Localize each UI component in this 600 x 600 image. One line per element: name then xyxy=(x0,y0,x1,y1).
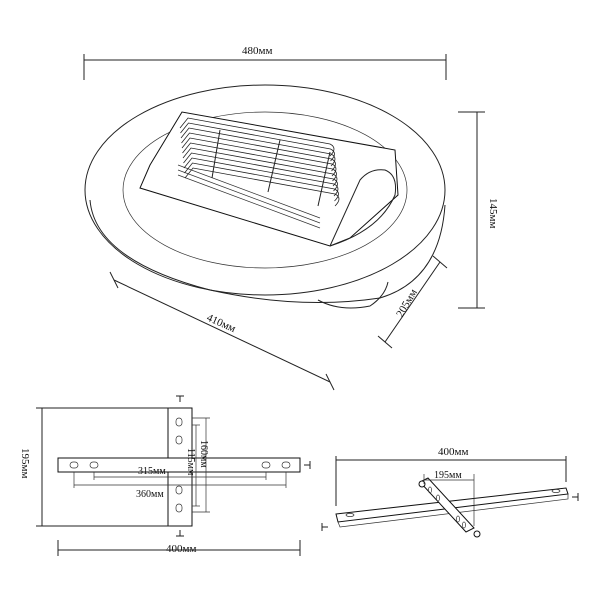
grille-bar xyxy=(184,162,339,202)
dim-bracket-width: 400мм xyxy=(57,540,301,556)
dim-label-195-left: 195мм xyxy=(19,448,31,478)
dim-label-160: 160мм xyxy=(198,440,209,468)
heater-body xyxy=(139,111,399,247)
bracket-screw-right xyxy=(304,461,311,469)
bracket-h-slots xyxy=(69,461,291,469)
dim-iso-inner: 195мм xyxy=(423,470,475,526)
base-underside xyxy=(89,199,446,303)
dim-slot-160: 160мм xyxy=(192,417,210,513)
dim-bracket-height: 195мм xyxy=(19,407,170,527)
heater-illustration xyxy=(84,84,446,309)
grille-bar xyxy=(184,167,340,207)
dim-label-410: 410мм xyxy=(205,312,238,335)
heater-grille xyxy=(179,117,340,207)
heater-end-cap xyxy=(329,169,396,247)
grille-rib xyxy=(317,151,331,207)
base-inner-ellipse xyxy=(122,111,408,269)
dim-label-400-iso: 400мм xyxy=(438,446,468,458)
dim-label-145: 145мм xyxy=(487,198,499,228)
iso-cross-bar xyxy=(419,477,475,533)
iso-slots xyxy=(345,486,561,529)
bracket-isometric xyxy=(321,477,579,538)
iso-screw-bottom xyxy=(473,530,481,538)
bracket-horizontal-bar xyxy=(57,457,301,473)
dim-label-360: 360мм xyxy=(136,489,164,500)
dim-label-400-bottom: 400мм xyxy=(166,543,196,555)
iso-screw-right xyxy=(572,493,579,501)
bracket-screw-top xyxy=(176,395,184,402)
iso-screw-left xyxy=(321,523,328,531)
base-foot xyxy=(317,281,389,309)
dim-inner-width: 410мм xyxy=(109,271,335,391)
dim-slot-360: 360мм xyxy=(73,472,287,500)
dim-label-115: 115мм xyxy=(185,448,196,476)
bracket-v-slots xyxy=(175,417,183,513)
dim-depth: 205мм xyxy=(377,255,448,349)
base-top-ellipse xyxy=(84,84,446,296)
dim-label-480: 480мм xyxy=(242,45,272,57)
dim-iso-width: 400мм xyxy=(335,446,567,506)
bracket-plan xyxy=(57,395,311,537)
dim-label-315: 315мм xyxy=(138,466,166,477)
grille-rib xyxy=(267,139,281,193)
dim-height: 145мм xyxy=(458,111,499,309)
grille-rib xyxy=(211,129,221,179)
bracket-screw-bottom xyxy=(176,530,184,537)
dim-slot-315: 315мм xyxy=(93,466,267,480)
dim-label-195-iso: 195мм xyxy=(434,470,462,481)
dim-top-width: 480мм xyxy=(83,45,447,80)
iso-screw-top xyxy=(418,480,426,488)
heater-front-slots xyxy=(177,164,321,229)
dim-label-205: 205мм xyxy=(394,287,420,319)
dim-slot-115: 115мм xyxy=(185,424,200,507)
